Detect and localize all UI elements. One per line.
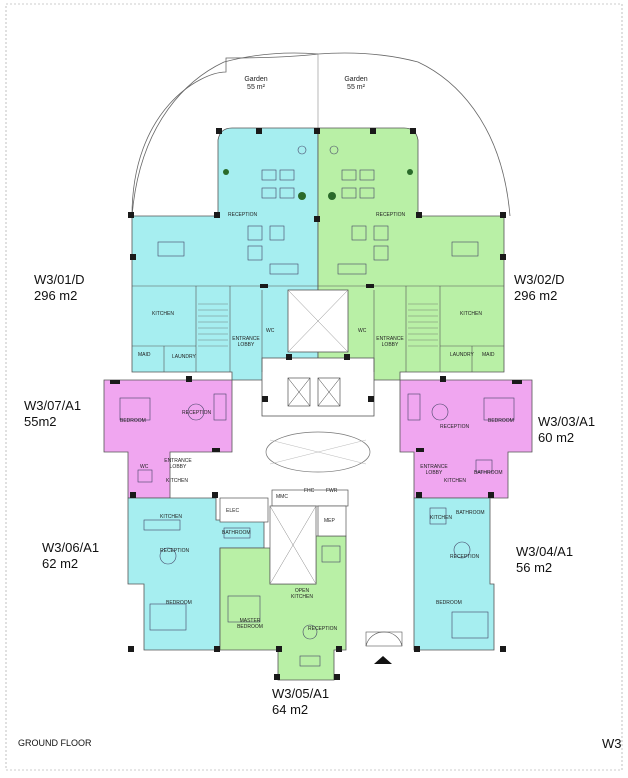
unit-label-w3-01: W3/01/D 296 m2 <box>34 272 85 304</box>
room-label: BEDROOM <box>488 418 514 424</box>
unit-code: W3/05/A1 <box>272 686 330 701</box>
garden-right-name: Garden <box>344 76 368 83</box>
room-label: RECEPTION <box>440 424 470 430</box>
room-label: FHC <box>304 488 315 494</box>
atrium-void <box>265 431 371 473</box>
elec-room <box>219 497 269 523</box>
room-label: BEDROOM <box>436 600 462 606</box>
room-label: MMC <box>276 494 288 500</box>
room-label: BATHROOM <box>474 470 503 476</box>
unit-code: W3/01/D <box>34 272 85 287</box>
room-label: WC <box>140 464 149 470</box>
unit-w3-04-area <box>413 497 495 651</box>
room-label: ENTRANCE LOBBY <box>420 464 448 476</box>
room-label: MAID <box>138 352 151 358</box>
room-label: KITCHEN <box>152 311 174 317</box>
room-label: MASTER BEDROOM <box>237 618 263 630</box>
garden-left-area: 55 m² <box>247 84 265 91</box>
main-entrance-gate <box>365 631 403 647</box>
garden-right-area: 55 m² <box>347 84 365 91</box>
sheet-code: W3 <box>602 736 622 751</box>
room-label: MEP <box>324 518 335 524</box>
room-label: BATHROOM <box>222 530 251 536</box>
room-label: BATHROOM <box>456 510 485 516</box>
room-label: ENTRANCE LOBBY <box>376 336 404 348</box>
room-label: ENTRANCE LOBBY <box>164 458 192 470</box>
room-label: RECEPTION <box>308 626 338 632</box>
unit-area: 56 m2 <box>516 560 553 575</box>
garden-left-label: Garden 55 m² <box>236 76 276 92</box>
room-label: KITCHEN <box>460 311 482 317</box>
unit-label-w3-06: W3/06/A1 62 m2 <box>42 540 99 572</box>
room-label: ENTRANCE LOBBY <box>232 336 260 348</box>
floor-title: GROUND FLOOR <box>18 738 92 748</box>
garden-left-arc <box>131 52 319 217</box>
sheet-border <box>5 3 623 771</box>
room-label: KITCHEN <box>444 478 466 484</box>
room-label: LAUNDRY <box>450 352 474 358</box>
unit-code: W3/06/A1 <box>42 540 100 555</box>
room-label: BEDROOM <box>120 418 146 424</box>
unit-label-w3-07: W3/07/A1 55m2 <box>24 398 81 430</box>
room-label: RECEPTION <box>376 212 406 218</box>
room-label: RECEPTION <box>182 410 212 416</box>
room-label: FWR <box>326 488 338 494</box>
structural-columns <box>110 128 522 680</box>
unit-area: 296 m2 <box>514 288 558 303</box>
unit-code: W3/03/A1 <box>538 414 596 429</box>
room-label: LAUNDRY <box>172 354 196 360</box>
room-label: BEDROOM <box>166 600 192 606</box>
entrance-arrow-icon <box>374 656 392 664</box>
mep-room <box>317 505 347 537</box>
garden-right-label: Garden 55 m² <box>336 76 376 92</box>
room-label: KITCHEN <box>430 515 452 521</box>
unit-code: W3/02/D <box>514 272 565 287</box>
garden-right-arc <box>317 52 511 217</box>
room-label: OPEN KITCHEN <box>291 588 313 600</box>
unit-label-w3-05: W3/05/A1 64 m2 <box>272 686 329 718</box>
unit-label-w3-04: W3/04/A1 56 m2 <box>516 544 573 576</box>
unit-w3-02-area <box>317 127 505 381</box>
unit-area: 64 m2 <box>272 702 309 717</box>
room-label: RECEPTION <box>450 554 480 560</box>
room-label: ELEC <box>226 508 240 514</box>
unit-area: 296 m2 <box>34 288 78 303</box>
room-label: KITCHEN <box>160 514 182 520</box>
room-label: MAID <box>482 352 495 358</box>
unit-area: 62 m2 <box>42 556 79 571</box>
garden-left-name: Garden <box>244 76 268 83</box>
unit-label-w3-03: W3/03/A1 60 m2 <box>538 414 595 446</box>
unit-area: 60 m2 <box>538 430 575 445</box>
room-label: WC <box>358 328 367 334</box>
unit-code: W3/07/A1 <box>24 398 82 413</box>
room-label: RECEPTION <box>228 212 258 218</box>
room-label: KITCHEN <box>166 478 188 484</box>
room-label: RECEPTION <box>160 548 190 554</box>
unit-w3-03-area <box>399 379 533 499</box>
unit-label-w3-02: W3/02/D 296 m2 <box>514 272 565 304</box>
unit-area: 55m2 <box>24 414 57 429</box>
garden-left-outline <box>131 53 319 217</box>
room-label: WC <box>266 328 275 334</box>
unit-code: W3/04/A1 <box>516 544 574 559</box>
